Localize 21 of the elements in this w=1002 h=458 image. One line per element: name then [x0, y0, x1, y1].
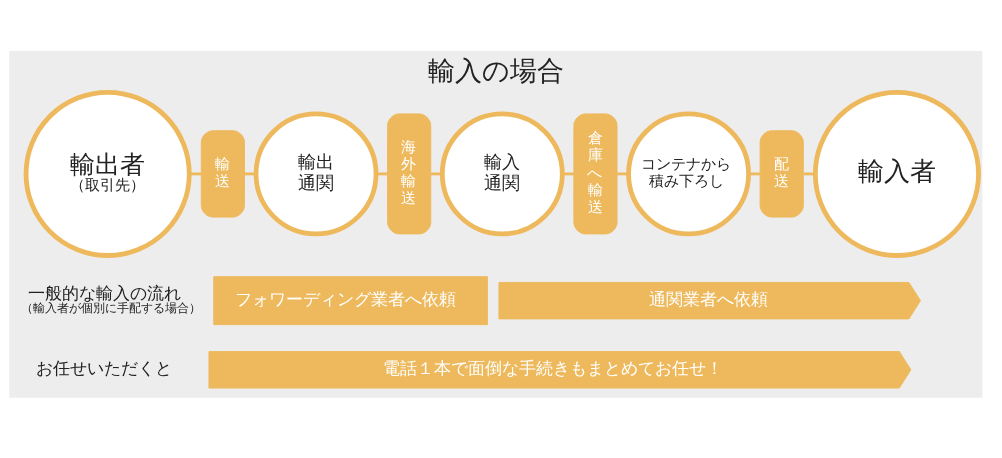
node-circle: 輸入者 [812, 89, 981, 258]
connector [803, 171, 816, 175]
label: 一般的な輸入の流れ [28, 282, 182, 303]
node-box: 配送 [759, 129, 804, 218]
node-box: フォワーディング業者へ依頼 [213, 275, 488, 325]
connector [244, 171, 256, 175]
node-circle: コンテナから積み下ろし [626, 111, 751, 236]
node-box: 海外輸送 [387, 112, 432, 234]
node-circle: 輸入通関 [439, 111, 565, 236]
diagram-title: 輸入の場合 [427, 54, 564, 86]
connector [562, 171, 574, 175]
node-box: 輸送 [200, 129, 245, 218]
connector [189, 171, 202, 175]
node-circle: 輸出通関 [253, 111, 379, 236]
label: お任せいただくと [35, 357, 172, 378]
connector [376, 171, 388, 175]
connector [748, 171, 760, 175]
node-circle: 輸出者 （取引先） [23, 89, 192, 258]
node-box: 倉庫へ輸送 [573, 112, 618, 234]
connector [617, 171, 629, 175]
connector [431, 171, 443, 175]
